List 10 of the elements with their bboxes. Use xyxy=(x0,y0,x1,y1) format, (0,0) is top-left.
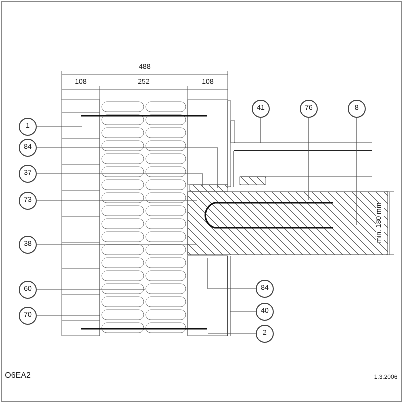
leader-line xyxy=(36,200,198,202)
leader-line xyxy=(308,118,310,200)
leader-line xyxy=(260,118,262,144)
leader-line xyxy=(36,148,218,188)
leader-line xyxy=(36,126,82,128)
leader-line xyxy=(208,258,256,290)
leader-line xyxy=(36,174,204,188)
leader-line xyxy=(356,118,358,226)
leader-line xyxy=(36,244,196,246)
drawing-code: O6EA2 xyxy=(5,372,31,380)
